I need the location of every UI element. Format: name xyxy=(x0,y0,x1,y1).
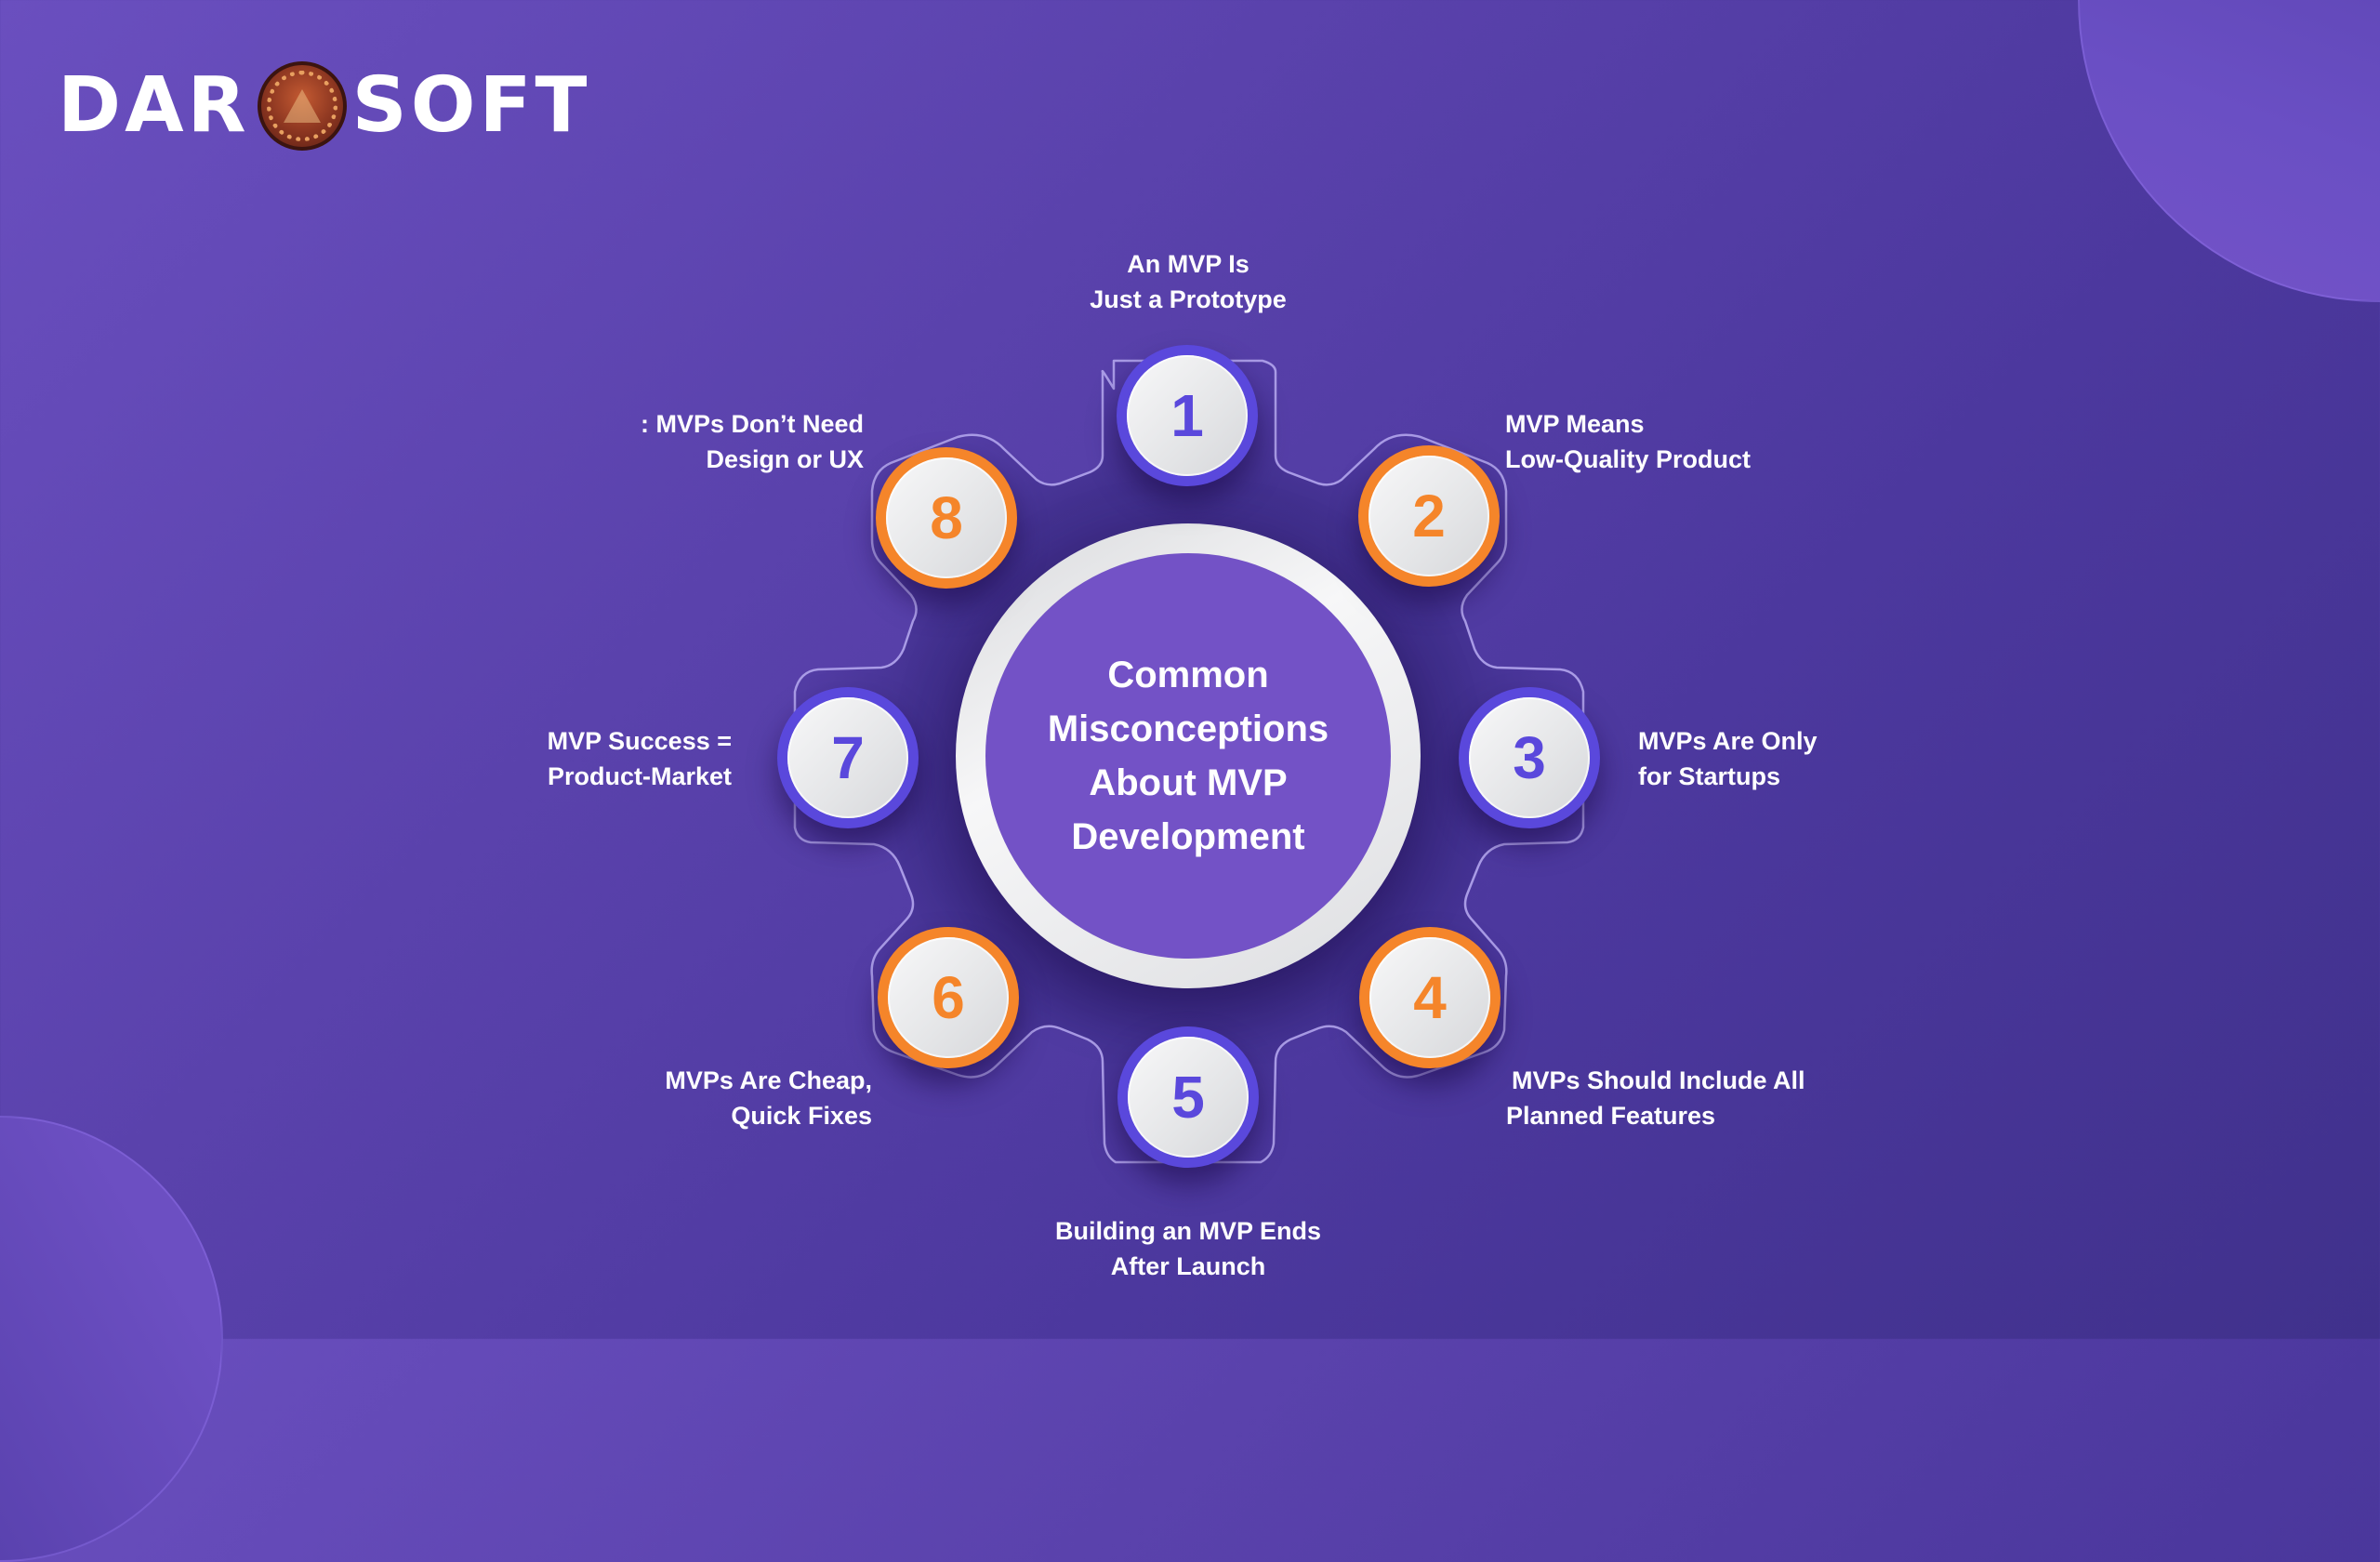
label-line: After Launch xyxy=(1110,1252,1266,1280)
center-title-line: Development xyxy=(1071,816,1305,857)
label-line: Just a Prototype xyxy=(1090,285,1287,313)
node-face: 5 xyxy=(1128,1037,1249,1158)
label-line: MVPs Should Include All xyxy=(1512,1066,1805,1094)
label-line: MVP Success = xyxy=(547,727,732,755)
node-5: 5 xyxy=(1117,1026,1259,1168)
node-number: 1 xyxy=(1170,382,1204,449)
logo-text-dar: DAR xyxy=(58,61,250,150)
node-4: 4 xyxy=(1359,927,1501,1068)
label-6: MVPs Are Cheap, Quick Fixes xyxy=(665,1063,872,1133)
node-3: 3 xyxy=(1459,687,1600,828)
label-line: Design or UX xyxy=(706,445,864,473)
label-4: MVPs Should Include All Planned Features xyxy=(1506,1063,1805,1133)
label-line: An MVP Is xyxy=(1127,250,1250,278)
node-number: 3 xyxy=(1513,724,1546,791)
center-title-line: Misconceptions xyxy=(1047,708,1329,749)
center-hub-fill: Common Misconceptions About MVP Developm… xyxy=(985,553,1391,959)
center-title: Common Misconceptions About MVP Developm… xyxy=(1012,648,1365,864)
node-number: 5 xyxy=(1171,1064,1205,1131)
node-number: 6 xyxy=(932,964,965,1031)
label-line: : MVPs Don’t Need xyxy=(640,410,864,438)
label-line: MVP Means xyxy=(1505,410,1645,438)
logo-text-soft: SOFT xyxy=(351,61,591,150)
node-face: 4 xyxy=(1369,937,1490,1058)
label-5: Building an MVP Ends After Launch xyxy=(1002,1213,1374,1284)
label-7: MVP Success = Product-Market xyxy=(548,723,732,794)
pyramid-emblem-icon xyxy=(257,61,347,151)
node-1: 1 xyxy=(1117,345,1258,486)
node-face: 2 xyxy=(1368,456,1489,576)
label-line: MVPs Are Cheap, xyxy=(665,1066,872,1094)
label-2: MVP Means Low-Quality Product xyxy=(1505,406,1751,477)
center-hub: Common Misconceptions About MVP Developm… xyxy=(956,523,1421,988)
center-title-line: Common xyxy=(1107,655,1269,695)
darosoft-logo: DAR SOFT xyxy=(58,61,591,151)
node-number: 7 xyxy=(831,724,865,791)
label-line: for Startups xyxy=(1638,762,1781,790)
label-line: Quick Fixes xyxy=(731,1102,872,1130)
node-face: 1 xyxy=(1127,355,1248,476)
node-number: 4 xyxy=(1413,964,1447,1031)
node-face: 6 xyxy=(888,937,1009,1058)
label-line: Building an MVP Ends xyxy=(1054,1217,1322,1245)
label-1: An MVP Is Just a Prototype xyxy=(1002,246,1374,317)
node-number: 2 xyxy=(1412,483,1446,549)
node-2: 2 xyxy=(1358,445,1500,587)
label-line: Product-Market xyxy=(547,762,732,790)
node-number: 8 xyxy=(930,484,963,551)
node-7: 7 xyxy=(777,687,919,828)
label-3: MVPs Are Only for Startups xyxy=(1638,723,1818,794)
node-face: 3 xyxy=(1469,697,1590,818)
label-line: MVPs Are Only xyxy=(1638,727,1818,755)
label-8: : MVPs Don’t Need Design or UX xyxy=(641,406,864,477)
label-line: Planned Features xyxy=(1506,1102,1716,1130)
node-face: 8 xyxy=(886,457,1007,578)
label-line: Low-Quality Product xyxy=(1505,445,1752,473)
node-8: 8 xyxy=(876,447,1017,589)
node-6: 6 xyxy=(878,927,1019,1068)
center-title-line: About MVP xyxy=(1089,762,1288,803)
node-face: 7 xyxy=(787,697,908,818)
